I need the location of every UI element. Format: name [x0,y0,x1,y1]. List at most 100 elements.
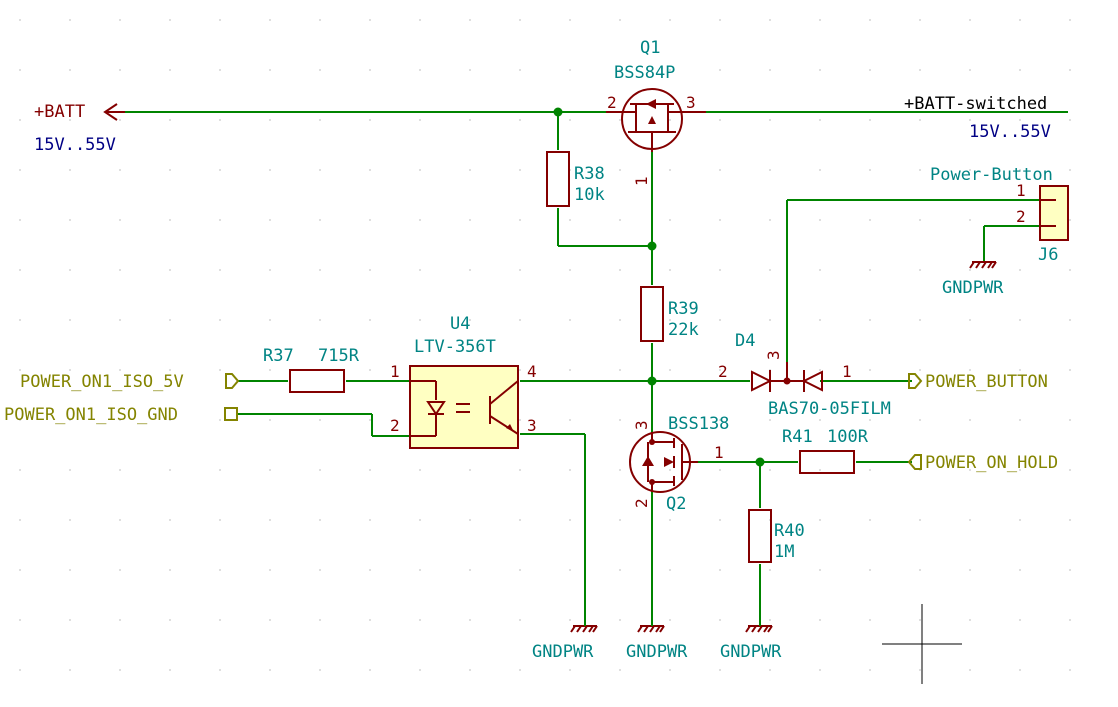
grid-dot [19,69,21,71]
grid-dot [269,169,271,171]
grid-dot [219,219,221,221]
grid-dot [619,569,621,571]
net-label-power-on-5v[interactable]: POWER_ON1_ISO_5V [20,372,240,392]
u4-pin-4: 4 [527,362,537,381]
grid-dot [19,169,21,171]
grid-dot [969,119,971,121]
r40-ref: R40 [774,521,805,541]
grid-dot [369,669,371,671]
grid-dot [1069,119,1071,121]
r40-resistor[interactable]: R40 1M [748,509,805,563]
grid-dot [719,269,721,271]
junction-dot [647,241,657,251]
q1-ref: Q1 [640,38,660,58]
u4-ref: U4 [450,314,470,334]
grid-dot [869,669,871,671]
grid-dot [969,569,971,571]
grid-dot [219,19,221,21]
gnd-label: GNDPWR [626,642,688,662]
u4-optocoupler[interactable]: U4 LTV-356T 1 2 4 3 [390,314,537,449]
grid-dot [169,669,171,671]
grid-dot [569,519,571,521]
q1-mosfet[interactable]: Q1 BSS84P 2 3 1 [606,38,706,186]
grid-dot [869,619,871,621]
net-label-power-on-gnd[interactable]: POWER_ON1_ISO_GND [4,405,238,425]
gnd-q2[interactable]: GNDPWR [626,620,688,662]
j6-connector[interactable]: Power-Button 1 2 J6 [930,165,1069,265]
grid-dot [1019,469,1021,471]
grid-dot [119,169,121,171]
grid-dot [519,569,521,571]
r38-resistor[interactable]: R38 10k [546,151,605,207]
batt-switched-label[interactable]: +BATT-switched [904,94,1047,114]
grid-dot [269,469,271,471]
grid-dot [869,369,871,371]
grid-dot [69,519,71,521]
grid-dot [119,369,121,371]
grid-dot [819,619,821,621]
junctions [553,107,765,467]
net-label-power-on-hold[interactable]: POWER_ON_HOLD [907,453,1058,473]
grid-dot [969,169,971,171]
gnd-j6[interactable]: GNDPWR [942,261,1004,298]
grid-dot [619,669,621,671]
grid-dot [469,319,471,321]
grid-dot [319,169,321,171]
net-label-power-button[interactable]: POWER_BUTTON [908,372,1048,392]
batt-power-port[interactable]: +BATT 15V..55V [34,102,125,155]
grid-dot [419,219,421,221]
led-icon [426,401,446,416]
gnd-r40[interactable]: GNDPWR [720,620,782,662]
grid-dot [219,269,221,271]
grid-dot [769,169,771,171]
grid-dot [219,469,221,471]
grid-dot [419,469,421,471]
gnd-u4[interactable]: GNDPWR [532,620,598,662]
grid-dot [269,419,271,421]
grid-dot [869,469,871,471]
power-on-5v-label: POWER_ON1_ISO_5V [20,372,184,392]
grid-dot [319,469,321,471]
q2-mosfet[interactable]: BSS138 Q2 3 1 2 [629,414,729,514]
passive-port-icon [224,407,238,421]
q1-pin-3: 3 [686,93,696,112]
grid-dot [369,319,371,321]
grid-dot [1069,69,1071,71]
grid-dot [69,269,71,271]
grid-dot [1069,319,1071,321]
grid-dot [319,619,321,621]
d4-diode[interactable]: D4 BAS70-05FILM 2 3 1 [718,331,891,419]
mosfet-diode-icon [648,116,656,124]
r39-resistor[interactable]: R39 22k [640,286,699,342]
grid-dot [569,419,571,421]
grid-dot [969,269,971,271]
grid-dot [519,619,521,621]
grid-dot [269,319,271,321]
grid-dot [1069,169,1071,171]
grid-dot [19,569,21,571]
grid-dot [969,319,971,321]
grid-dot [719,219,721,221]
grid-dot [69,319,71,321]
grid-dot [669,69,671,71]
grid-dot [719,619,721,621]
grid-dot [919,319,921,321]
q1-pin-2: 2 [607,93,617,112]
grid-dot [1019,619,1021,621]
r41-resistor[interactable]: R41 100R [782,427,869,474]
grid-dot [669,619,671,621]
grid-dot [319,119,321,121]
j6-ref: J6 [1038,245,1058,265]
grid-dot [369,19,371,21]
grid-dot [69,19,71,21]
j6-pin-2: 2 [1016,207,1026,226]
grid-dot [919,369,921,371]
grid-dot [469,519,471,521]
grid-dot [969,469,971,471]
grid-dot [69,69,71,71]
r37-resistor[interactable]: R37 715R [263,346,360,393]
grid-dot [619,269,621,271]
grid-dot [969,69,971,71]
grid-dot [669,219,671,221]
